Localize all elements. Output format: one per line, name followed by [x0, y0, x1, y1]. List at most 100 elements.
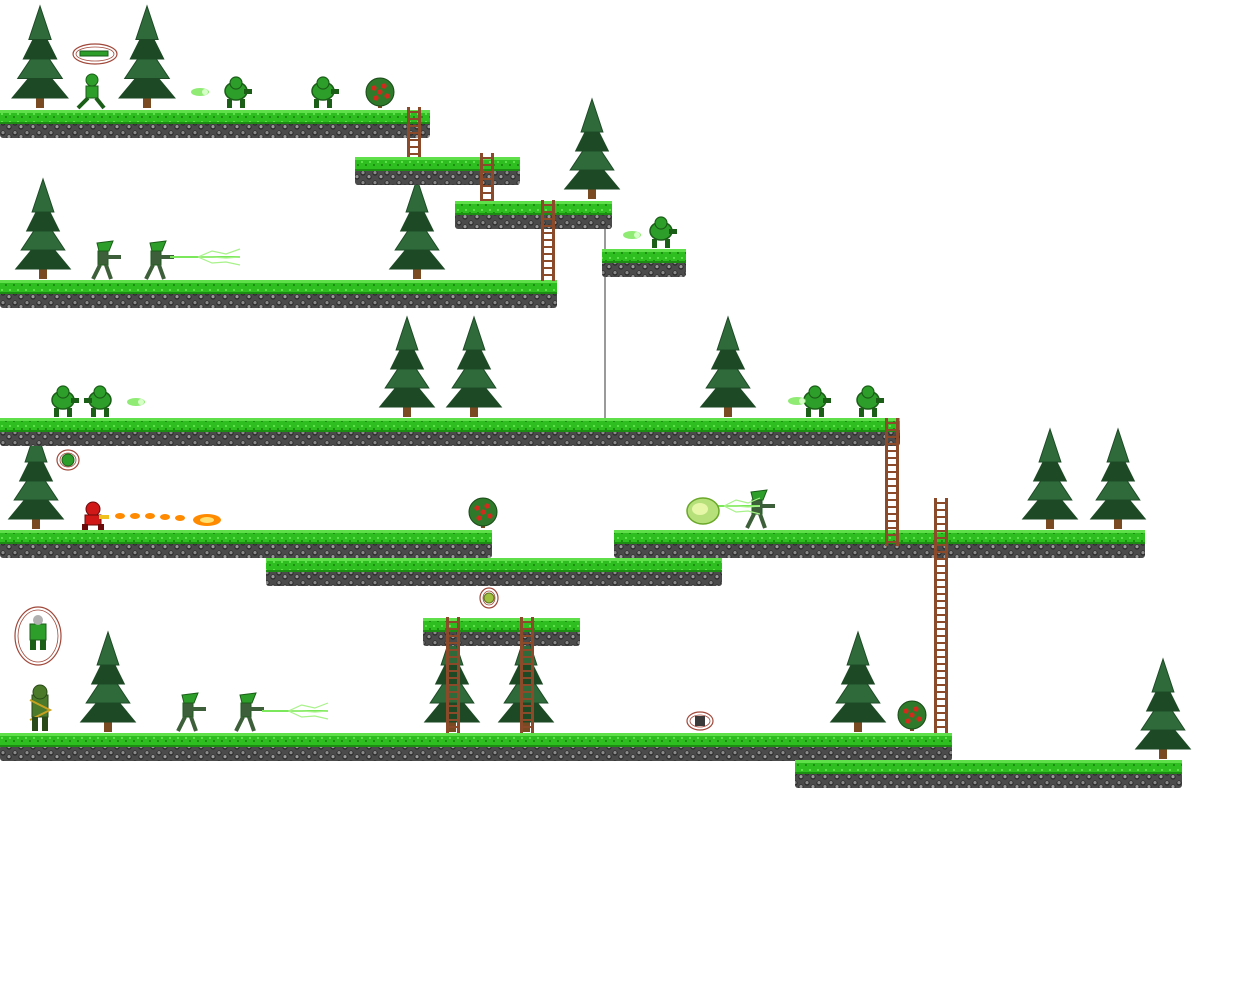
pine-tree-icon-part: [384, 354, 430, 389]
grass-platform-part: [0, 110, 430, 124]
energy-beam-icon-part: [723, 497, 761, 507]
ladder-icon-part: [541, 225, 555, 227]
green-robot-icon: [856, 385, 884, 417]
pine-tree-icon-part: [1095, 466, 1141, 501]
armored-knight-icon: [29, 684, 53, 731]
armored-knight-icon-part: [42, 717, 48, 731]
grass-platform-part: [795, 772, 1182, 788]
grass-platform-part: [455, 201, 612, 204]
green-gunner-icon-part: [239, 692, 257, 704]
ladder-icon-part: [541, 274, 555, 276]
grass-platform-part: [0, 280, 557, 294]
ladder-icon-part: [934, 670, 948, 672]
grass-platform-part: [455, 201, 612, 215]
grass-platform-part: [602, 261, 686, 277]
pine-tree-icon: [14, 177, 72, 279]
green-gunner-icon-part: [189, 716, 198, 732]
pine-tree-icon: [11, 4, 69, 108]
ladder-icon-part: [934, 537, 948, 539]
pine-tree-icon-part: [569, 136, 615, 171]
pine-tree-icon-part: [840, 649, 876, 685]
item-ring-icon-part: [75, 46, 115, 62]
pine-tree-icon-part: [462, 315, 486, 351]
ladder-icon-part: [520, 719, 534, 721]
pine-tree-icon-part: [1038, 427, 1062, 463]
pine-tree-icon-part: [699, 373, 757, 408]
ladder-icon-part: [885, 418, 888, 546]
green-runner-icon-part: [94, 96, 106, 110]
grass-platform-part: [266, 570, 722, 572]
grass-platform: [795, 760, 1182, 788]
red-hero-icon-part: [85, 501, 101, 517]
item-ring-icon: [56, 449, 80, 471]
ladder-icon-part: [446, 617, 449, 733]
grass-platform: [602, 249, 686, 277]
ladder-icon-part: [520, 726, 534, 728]
flame-stream-icon-part: [145, 513, 155, 519]
apple-bush-icon-part: [384, 93, 390, 99]
plasma-shot-icon: [788, 397, 806, 405]
green-runner-icon: [76, 73, 106, 110]
pine-tree-icon-part: [7, 485, 65, 520]
pine-tree-icon-part: [451, 354, 497, 389]
ladder-icon: [520, 617, 534, 733]
grass-platform-part: [0, 122, 430, 138]
ladder-icon-part: [541, 246, 555, 248]
grass-platform-part: [423, 618, 580, 632]
item-ring-icon-part: [17, 609, 59, 663]
energy-beam-icon-part: [197, 256, 241, 266]
pine-tree-icon-part: [413, 267, 421, 279]
green-gunner-icon-part: [144, 264, 155, 280]
item-ring-icon-part: [40, 640, 46, 650]
green-robot-icon: [311, 76, 339, 108]
pine-tree-icon-part: [835, 669, 881, 704]
grass-platform-part: [0, 745, 952, 761]
grass-platform-part: [0, 430, 900, 432]
green-gunner-icon-part: [160, 255, 174, 259]
red-hero-icon-part: [98, 524, 104, 530]
ladder-icon-part: [541, 253, 555, 255]
ladder-icon-part: [446, 642, 460, 644]
apple-bush-icon-part: [484, 503, 490, 509]
grass-platform-part: [795, 772, 1182, 774]
energy-beam-icon-part: [288, 710, 329, 720]
pine-tree-icon-part: [32, 517, 40, 529]
green-robot-icon-part: [652, 239, 657, 248]
ladder-icon-part: [520, 712, 534, 714]
plasma-shot-icon: [191, 88, 209, 96]
energy-beam-icon-part: [198, 256, 241, 259]
pine-tree-icon-part: [1027, 466, 1073, 501]
pine-tree-icon-part: [854, 720, 862, 732]
plasma-shot-icon: [127, 398, 145, 406]
ladder-icon-part: [885, 464, 899, 466]
pine-tree-icon-part: [389, 334, 425, 370]
ladder-icon-part: [446, 628, 460, 630]
ladder-icon-part: [934, 698, 948, 700]
ladder-icon-part: [934, 656, 948, 658]
pine-tree-icon-part: [846, 630, 870, 666]
ladder-icon-part: [520, 670, 534, 672]
energy-beam-icon-part: [724, 505, 761, 508]
ladder-icon-part: [480, 178, 494, 180]
item-ring-icon-part: [72, 43, 118, 65]
green-robot-icon-part: [808, 385, 822, 399]
plasma-shot-icon-part: [202, 89, 208, 95]
ladder-icon-part: [541, 218, 555, 220]
grass-platform-part: [0, 418, 900, 421]
ladder-icon-part: [934, 719, 948, 721]
item-ring-icon-part: [61, 453, 75, 467]
pine-tree-icon-part: [135, 4, 159, 40]
ladder-icon-part: [934, 572, 948, 574]
pine-tree-icon: [563, 97, 621, 199]
pine-tree-icon-part: [1159, 747, 1167, 759]
ladder-icon-part: [446, 726, 460, 728]
ladder-icon-part: [446, 719, 460, 721]
ladder-icon-part: [480, 171, 494, 173]
pine-tree-icon-part: [403, 405, 411, 417]
grass-platform-part: [266, 558, 722, 572]
plasma-shot-icon-part: [799, 398, 805, 404]
grass-platform: [614, 530, 1145, 558]
ladder-icon-part: [520, 617, 523, 733]
ladder-icon-part: [934, 614, 948, 616]
grass-platform-part: [602, 261, 686, 263]
